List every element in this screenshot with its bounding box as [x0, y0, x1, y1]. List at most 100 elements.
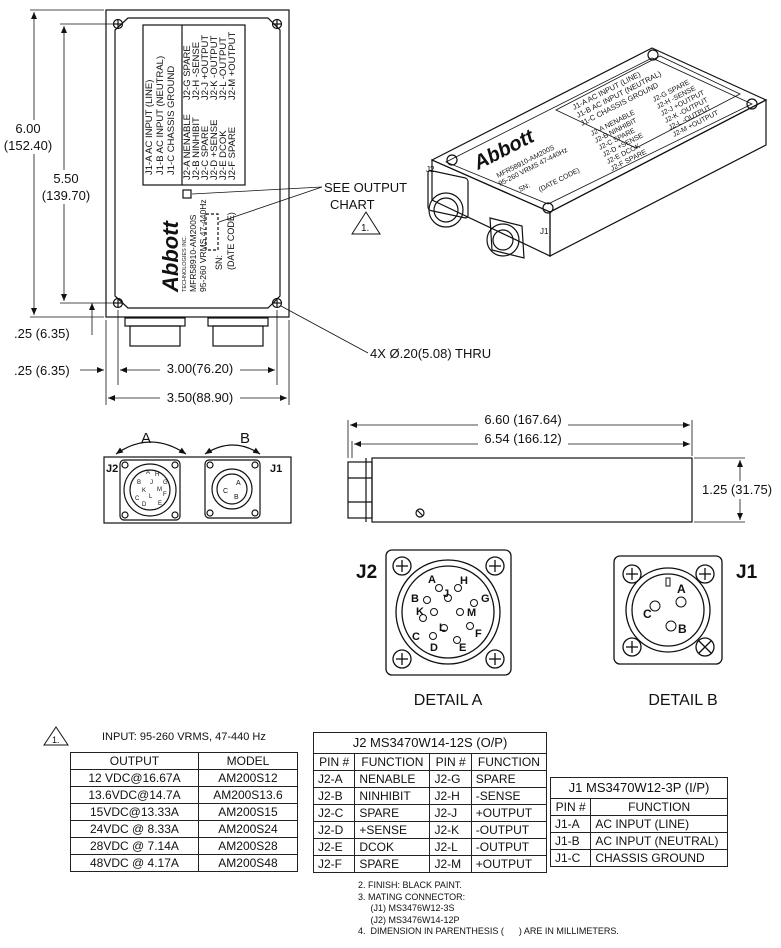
- detail-a-screw-tr: [485, 556, 505, 576]
- iso-tag-j2: J2: [426, 165, 435, 174]
- iso-connector-j1: [486, 217, 525, 259]
- detail-b-screw-bl: [622, 637, 642, 657]
- input-note: INPUT: 95-260 VRMS, 47-440 Hz: [102, 731, 266, 743]
- plate-j2-g: J2-G SPARE: [182, 45, 193, 100]
- detail-a-caption: DETAIL A: [414, 692, 483, 709]
- svg-text:K: K: [416, 606, 424, 618]
- plate-j1-a: J1-A AC INPUT (LINE): [144, 80, 155, 175]
- top-dimensions: [30, 9, 369, 405]
- note-mating-j2: (J2) MS3476W14-12P: [358, 914, 460, 925]
- dim-depth: 1.25 (31.75): [702, 482, 772, 497]
- dim-width-outer: 3.50(88.90): [167, 390, 234, 405]
- j1-pin-table: J1 MS3470W12-3P (I/P) PIN # FUNCTION J1-…: [549, 777, 728, 867]
- svg-text:B: B: [411, 593, 419, 605]
- dim-height-outer-mm: (152.40): [4, 138, 52, 153]
- detail-a: [385, 549, 512, 676]
- detail-b-flange: [613, 555, 723, 665]
- plate-j2-f: J2-F SPARE: [227, 127, 238, 180]
- dim-offset-top: .25 (6.35): [14, 326, 70, 341]
- side-view: [347, 457, 693, 523]
- dim-height-inner: 5.50: [53, 171, 78, 186]
- dim-offset-side: .25 (6.35): [14, 363, 70, 378]
- output-box: [182, 189, 192, 199]
- dim-height-outer: 6.00: [15, 121, 40, 136]
- svg-text:D: D: [430, 642, 438, 654]
- svg-text:(DATE CODE): (DATE CODE): [538, 167, 581, 194]
- plate-j1-b: J1-B AC INPUT (NEUTRAL): [155, 56, 166, 175]
- svg-text:1.: 1.: [361, 223, 369, 234]
- j2-pin-table: J2 MS3470W14-12S (O/P) PIN # FUNCTION PI…: [312, 732, 548, 873]
- plate-j1-c: J1-C CHASSIS GROUND: [166, 66, 177, 175]
- svg-text:B: B: [137, 480, 141, 486]
- isometric-view: [427, 47, 768, 259]
- svg-text:C: C: [135, 496, 140, 502]
- end-tag-j2: J2: [106, 463, 118, 475]
- mount-hole-tr: [271, 18, 283, 30]
- note-flag-1-table: 1.: [43, 726, 69, 746]
- svg-text:G: G: [163, 480, 168, 486]
- plate-j2-e: J2-E DCOK: [218, 130, 229, 180]
- chassis-outline: [105, 9, 290, 318]
- svg-text:F: F: [163, 492, 167, 498]
- iso-connector-j2: [427, 169, 469, 228]
- svg-text:G: G: [481, 593, 490, 605]
- note-dimensions: 4. DIMENSION IN PARENTHESIS ( ) ARE IN M…: [358, 926, 619, 936]
- detail-b-tag: J1: [736, 562, 758, 583]
- note-mating-j1: (J1) MS3476W12-3S: [358, 903, 455, 913]
- plate-j2-h: J2-H -SENSE: [191, 42, 202, 100]
- svg-text:A: A: [677, 582, 686, 596]
- note-flag-1: 1.: [351, 211, 381, 235]
- mount-hole-br: [271, 297, 283, 309]
- brand-sub: TECHNOLOGIES INC.: [182, 235, 188, 292]
- plate-j2-j: J2-J +OUTPUT: [200, 35, 211, 100]
- svg-text:J: J: [150, 480, 153, 486]
- detail-b-screw-tl: [622, 564, 642, 584]
- note-mating: 3. MATING CONNECTOR:: [358, 891, 466, 902]
- svg-text:F: F: [475, 628, 482, 640]
- svg-text:L: L: [149, 494, 153, 500]
- svg-text:SN:: SN:: [518, 182, 532, 194]
- detail-b-screw-br: [695, 637, 715, 657]
- svg-text:A: A: [146, 470, 150, 476]
- svg-text:M: M: [157, 487, 162, 493]
- date-code-box: [205, 213, 219, 251]
- plate-j2-d: J2-D +SENSE: [209, 120, 220, 180]
- svg-text:K: K: [142, 488, 146, 494]
- detail-a-screw-bl: [392, 649, 412, 669]
- output-header-output: OUTPUT: [70, 752, 199, 770]
- svg-text:E: E: [459, 642, 466, 654]
- chassis-face: [114, 17, 281, 309]
- plate-j2-k: J2-K -OUTPUT: [209, 35, 220, 100]
- drawing-notes: 2. FINISH: BLACK PAINT. 3. MATING CONNEC…: [358, 880, 619, 938]
- end-tag-j1: J1: [270, 463, 282, 475]
- j1-table-title: J1 MS3470W12-3P (I/P): [550, 777, 728, 799]
- detail-a-screw-br: [485, 649, 505, 669]
- j2-table-title: J2 MS3470W14-12S (O/P): [313, 732, 547, 754]
- detail-a-tag: J2: [356, 562, 377, 583]
- brand-logo: Abbott: [158, 219, 183, 293]
- svg-text:B: B: [678, 622, 687, 636]
- svg-text:J: J: [443, 588, 449, 600]
- iso-tag-j1: J1: [540, 227, 549, 236]
- chart-label: CHART: [330, 197, 375, 212]
- iso-text: Abbott MFR58910-AM200S 95-260 VRMS 47-44…: [426, 69, 720, 236]
- plate-date-code: (DATE CODE): [226, 212, 236, 270]
- plate-j2-c: J2-C SPARE: [200, 126, 211, 180]
- see-output-label: SEE OUTPUT: [324, 180, 407, 195]
- plate-j2-b: J2-B NINHIBIT: [191, 117, 202, 180]
- svg-text:E: E: [158, 501, 162, 507]
